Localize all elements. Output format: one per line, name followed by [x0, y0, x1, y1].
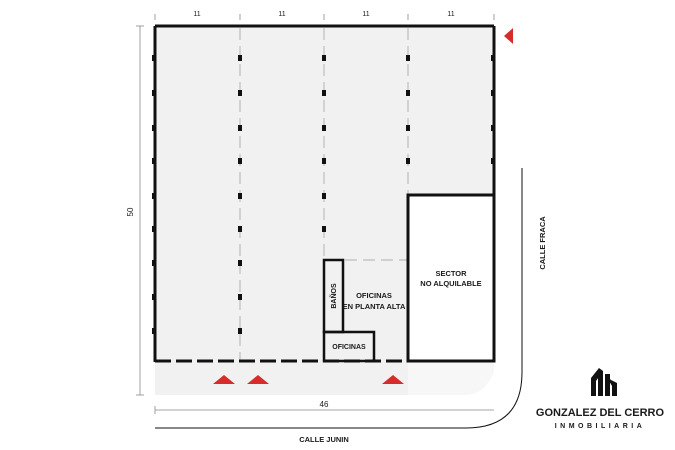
height-dimension-line — [136, 25, 144, 396]
oficinas-label: OFICINAS — [332, 344, 366, 351]
street-label-fraca: CALLE FRACA — [538, 216, 547, 270]
top-dimension — [154, 14, 495, 20]
oficinas-room — [322, 330, 376, 363]
entrance-arrows — [213, 28, 513, 384]
sector-label-line1: SECTOR — [435, 269, 467, 278]
width-dimension: 46 — [320, 400, 329, 409]
height-dimension: 50 — [126, 207, 135, 216]
entrance-arrow-2 — [247, 375, 269, 384]
brand-tagline: INMOBILIARIA — [555, 423, 646, 430]
width-dimension-line — [154, 406, 494, 414]
street-label-junin: CALLE JUNIN — [299, 435, 349, 444]
entrance-arrow-1 — [213, 375, 235, 384]
sidewalk-strip — [155, 361, 408, 395]
offices-upper-label-line2: EN PLANTA ALTA — [343, 302, 406, 311]
street-curb — [155, 168, 523, 429]
bay-mark-4: 11 — [447, 11, 454, 18]
sector-label-line2: NO ALQUILABLE — [420, 279, 481, 288]
bay-mark-2: 11 — [278, 11, 285, 18]
entrance-arrow-side — [504, 28, 513, 44]
entrance-arrow-3 — [382, 375, 404, 384]
brand-name: GONZALEZ DEL CERRO — [536, 407, 665, 419]
bay-mark-3: 11 — [362, 11, 369, 18]
sector-no-alquilable — [406, 193, 496, 363]
bay-mark-1: 11 — [193, 11, 200, 18]
banos-label: BAÑOS — [329, 283, 338, 309]
corner-sidewalk — [408, 361, 494, 395]
offices-upper-label-line1: OFICINAS — [356, 291, 392, 300]
brand-logo-icon — [591, 368, 617, 396]
outer-walls — [153, 24, 496, 362]
